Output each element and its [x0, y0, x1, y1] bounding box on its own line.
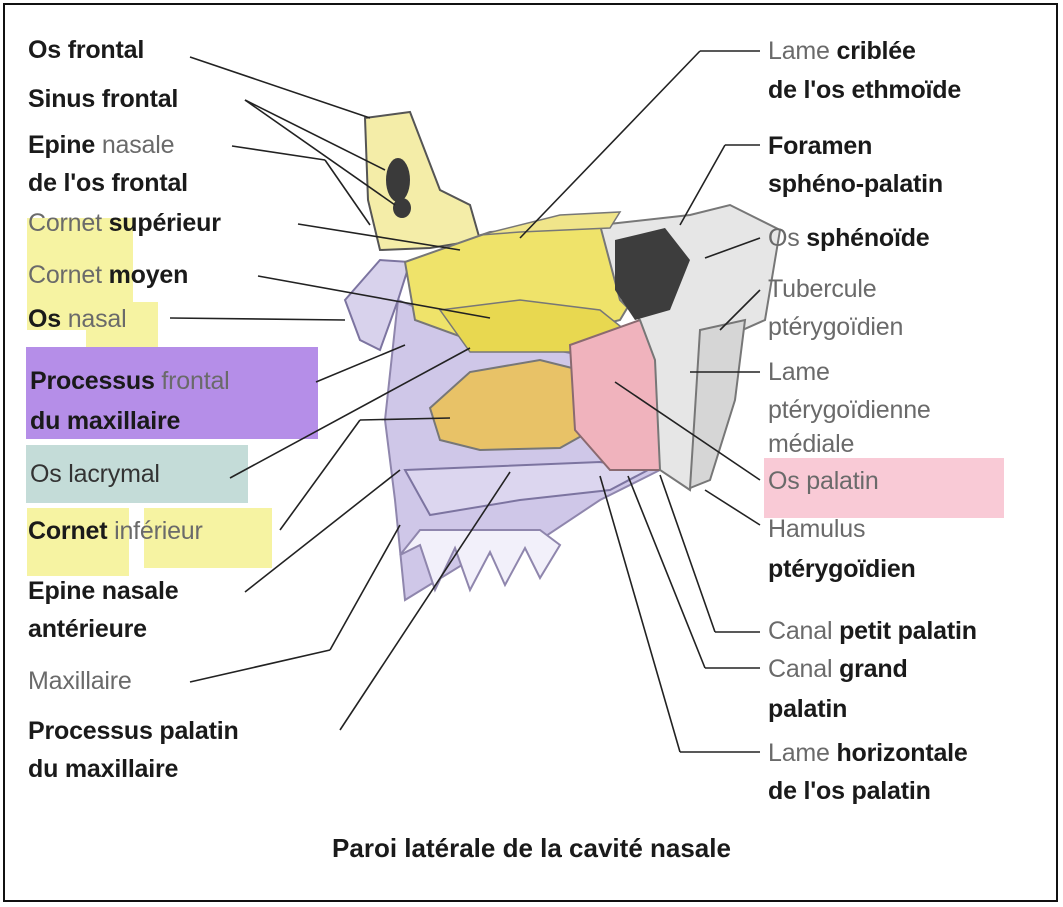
teeth-shape [399, 529, 562, 593]
label-anterieure: antérieure [28, 615, 147, 643]
highlight-cornet-inferieur-a [27, 508, 129, 576]
label-sinus-frontal: Sinus frontal [28, 85, 179, 113]
label-processus-palatin: Processus palatin [28, 717, 239, 745]
os-nasal-shape [343, 258, 412, 352]
label-canal-grand: Canal grand [768, 655, 908, 683]
label-lame: Lame [768, 358, 830, 386]
highlight-os-palatin [764, 458, 1004, 518]
lame-criblee-shape [479, 211, 622, 236]
highlight-os-lacrymal [26, 445, 248, 503]
highlight-processus-frontal [26, 347, 318, 439]
label-pterygoidien-1: ptérygoïdien [768, 313, 904, 341]
sphenoid-sinus-shape [615, 228, 690, 320]
figure-caption: Paroi latérale de la cavité nasale [332, 833, 731, 863]
label-de-los-palatin: de l'os palatin [768, 777, 931, 805]
label-os-sphenoide: Os sphénoïde [768, 224, 930, 252]
label-os-lacrymal: Os lacrymal [30, 460, 160, 488]
label-canal-petit-palatin: Canal petit palatin [768, 617, 977, 645]
label-mediale: médiale [768, 430, 855, 458]
label-foramen: Foramen [768, 132, 873, 160]
label-lame-horizontale: Lame horizontale [768, 739, 968, 767]
label-de-los-frontal: de l'os frontal [28, 169, 188, 197]
label-epine-nasale: Epine nasale [28, 131, 175, 159]
label-hamulus: Hamulus [768, 515, 866, 543]
leader-lines [169, 50, 761, 753]
label-os-nasal: Os nasal [28, 305, 127, 333]
label-du-maxillaire-1: du maxillaire [30, 407, 181, 435]
label-cornet-moyen: Cornet moyen [28, 261, 189, 289]
label-os-palatin: Os palatin [768, 467, 879, 495]
label-du-maxillaire-2: du maxillaire [28, 755, 179, 783]
label-cornet-superieur: Cornet supérieur [28, 209, 221, 237]
label-spheno-palatin: sphéno-palatin [768, 170, 943, 198]
label-de-los-ethmoide: de l'os ethmoïde [768, 76, 962, 104]
os-frontal-shape [363, 110, 482, 252]
highlight-cornet-inferieur-b [144, 508, 272, 568]
lame-pterygoidienne-shape [688, 318, 747, 490]
label-tubercule: Tubercule [768, 275, 877, 303]
label-lame-criblee: Lame criblée [768, 37, 916, 65]
label-epine-nasale-anterieure: Epine nasale [28, 577, 179, 605]
label-processus-frontal: Processus frontal [30, 367, 230, 395]
label-cornet-inferieur: Cornet inférieur [28, 517, 203, 545]
palatine-plate-shape [403, 460, 652, 517]
label-maxillaire: Maxillaire [28, 667, 132, 695]
label-pterygoidien-2: ptérygoïdien [768, 555, 916, 583]
sinus-frontal-shape-2 [393, 198, 411, 218]
label-os-frontal: Os frontal [28, 36, 145, 64]
label-palatin: palatin [768, 695, 848, 723]
label-pterygoidienne: ptérygoïdienne [768, 396, 931, 424]
bone-shapes [343, 110, 782, 602]
sinus-frontal-shape [386, 158, 410, 202]
